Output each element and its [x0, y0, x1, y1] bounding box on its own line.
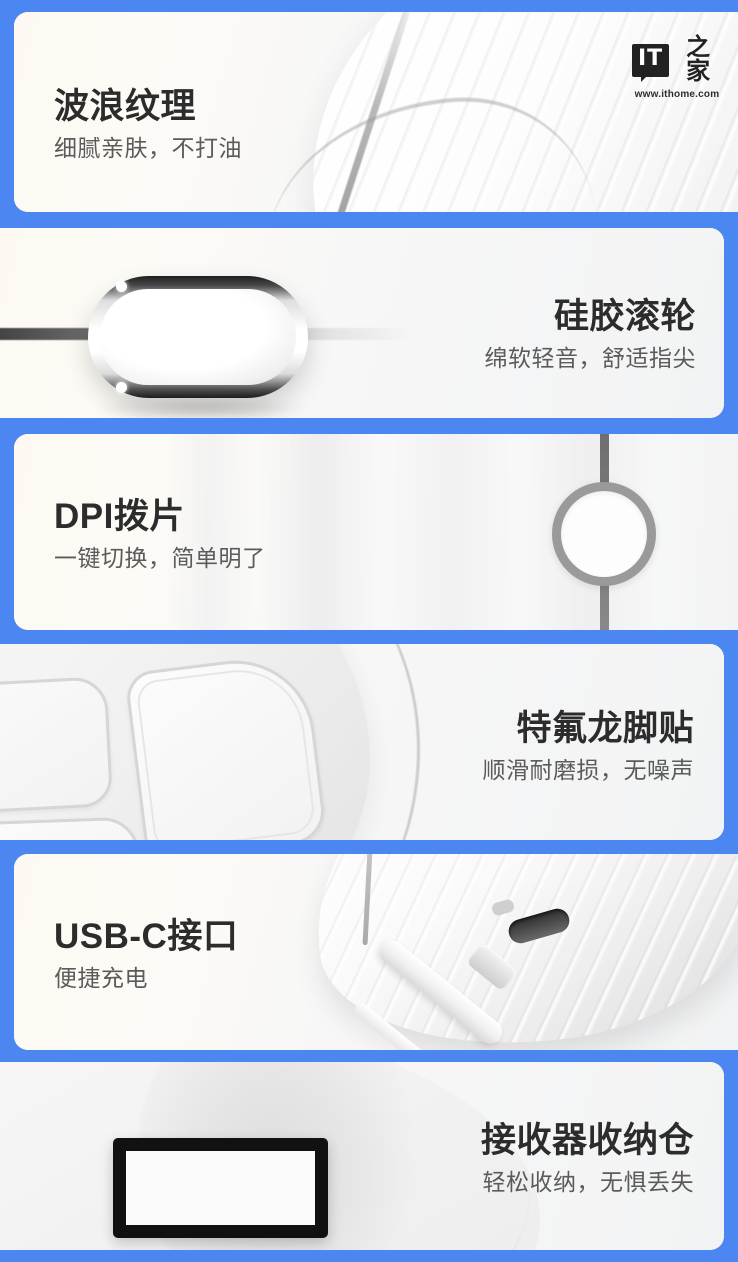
wheel-inner-surface	[100, 289, 296, 385]
product-photo-scroll-wheel	[0, 228, 724, 418]
feature-text-block-3: DPI拨片 一键切换，简单明了	[54, 496, 266, 574]
feature-text-block-2: 硅胶滚轮 绵软轻音，舒适指尖	[485, 296, 697, 374]
feature-subtitle-2: 绵软轻音，舒适指尖	[484, 345, 696, 372]
feature-title-5: USB-C接口	[54, 917, 239, 956]
wheel-highlight-bottom	[116, 382, 127, 393]
feature-card-ptfe-feet: 特氟龙脚贴 顺滑耐磨损，无噪声	[0, 644, 724, 840]
wheel-highlight-top	[116, 281, 127, 292]
feature-card-dpi-switch: DPI拨片 一键切换，简单明了	[14, 434, 738, 630]
feature-title-4: 特氟龙脚贴	[516, 709, 694, 748]
feature-text-block-1: 波浪纹理 细腻亲肤，不打油	[54, 86, 242, 164]
feature-subtitle-1: 细腻亲肤，不打油	[54, 135, 242, 162]
feature-subtitle-6: 轻松收纳，无惧丢失	[482, 1169, 694, 1196]
feature-card-wave-texture: 波浪纹理 细腻亲肤，不打油 IT 之家 www.ithome.com	[14, 12, 738, 212]
ptfe-foot-left	[0, 676, 114, 818]
feature-subtitle-4: 顺滑耐磨损，无噪声	[482, 757, 694, 784]
feature-subtitle-3: 一键切换，简单明了	[54, 545, 266, 572]
scroll-wheel-illustration	[88, 276, 308, 398]
feature-subtitle-5: 便捷充电	[54, 965, 148, 992]
underside-rim-edge	[120, 644, 420, 840]
feature-card-scroll-wheel: 硅胶滚轮 绵软轻音，舒适指尖	[0, 228, 724, 418]
ithome-watermark: IT 之家 www.ithome.com	[632, 36, 722, 100]
feature-title-1: 波浪纹理	[54, 87, 197, 126]
feature-title-2: 硅胶滚轮	[553, 297, 696, 336]
product-photo-dpi-switch	[14, 434, 738, 630]
dpi-button-ring	[552, 482, 656, 586]
wheel-drop-shadow	[96, 396, 306, 418]
feature-text-block-5: USB-C接口 便捷充电	[54, 916, 238, 994]
ithome-logo-cn: 之家	[686, 34, 711, 85]
product-photo-ptfe-feet	[0, 644, 724, 840]
feature-text-block-4: 特氟龙脚贴 顺滑耐磨损，无噪声	[483, 708, 695, 786]
watermark-url: www.ithome.com	[634, 89, 720, 100]
ithome-logo-icon: IT	[632, 43, 670, 82]
feature-card-receiver-bay: 接收器收纳仓 轻松收纳，无惧丢失	[0, 1062, 724, 1250]
usb-receiver-dongle	[113, 1138, 328, 1238]
feature-card-usb-c: USB-C接口 便捷充电	[14, 854, 738, 1050]
feature-text-block-6: 接收器收纳仓 轻松收纳，无惧丢失	[481, 1120, 694, 1198]
watermark-logo-row: IT 之家	[632, 36, 722, 84]
product-photo-receiver-bay	[0, 1062, 724, 1250]
feature-title-6: 接收器收纳仓	[480, 1121, 694, 1160]
feature-title-3: DPI拨片	[54, 497, 185, 536]
